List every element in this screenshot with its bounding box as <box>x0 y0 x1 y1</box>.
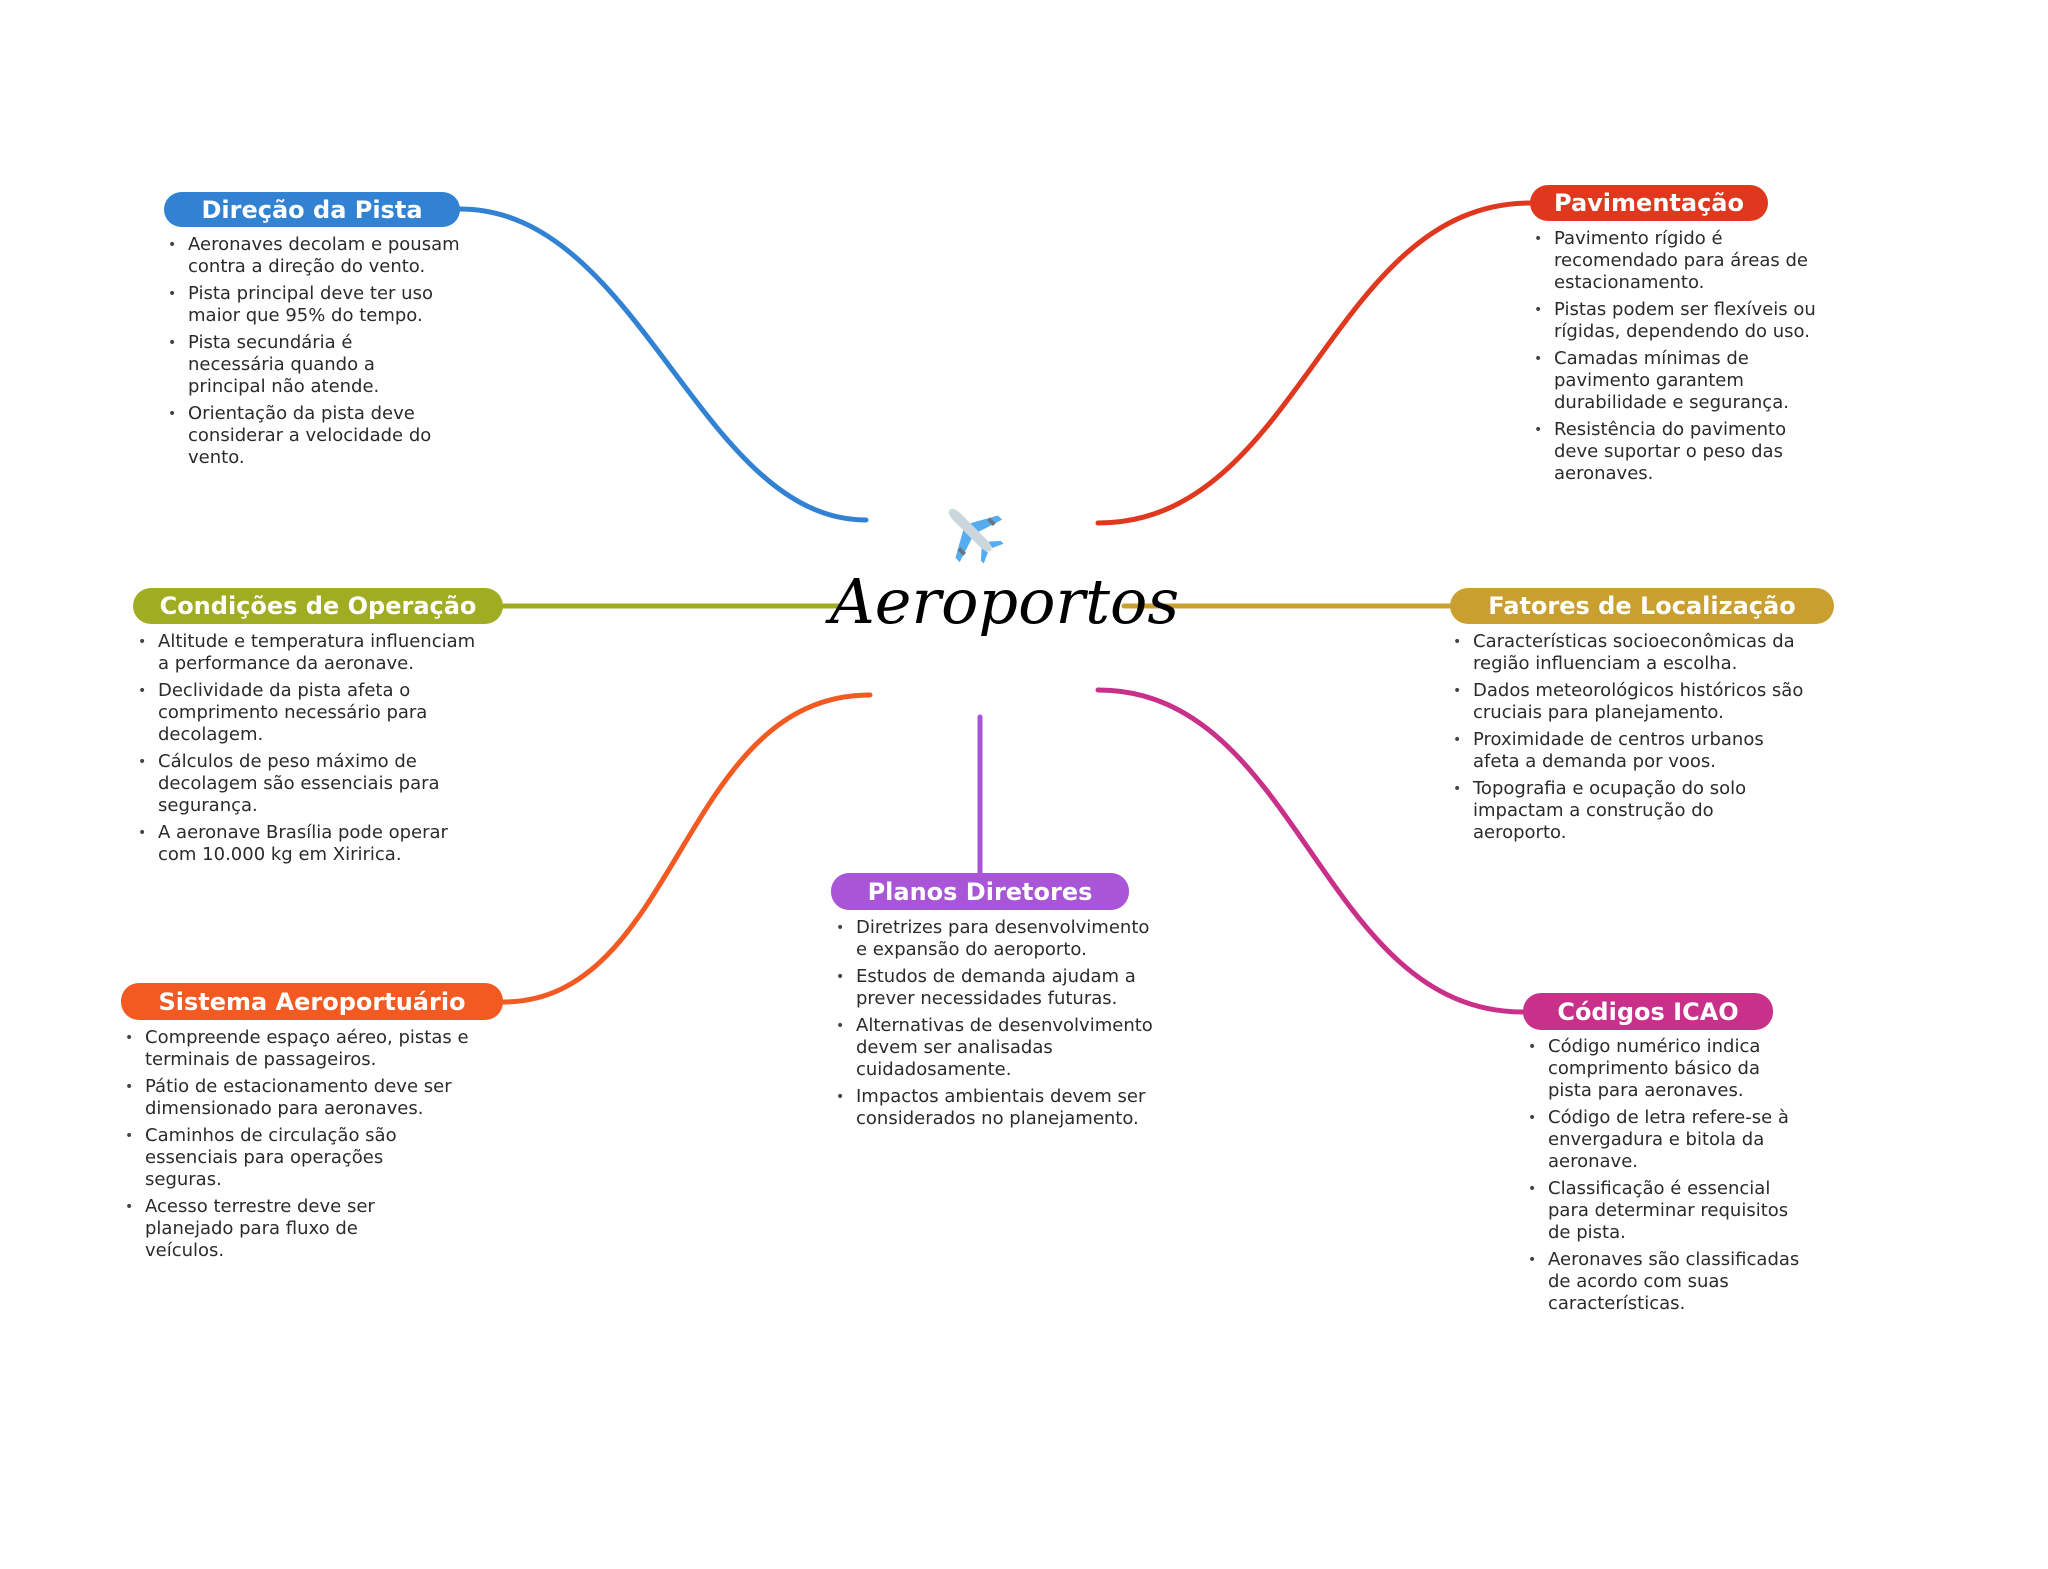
central-title: Aeroportos <box>830 565 1180 638</box>
node-sistema-aeroportuario[interactable]: Sistema Aeroportuário <box>121 983 503 1020</box>
list-item: Acesso terrestre deve ser planejado para… <box>123 1196 435 1262</box>
link-pavimentacao <box>1095 200 1533 526</box>
list-item: Orientação da pista deve considerar a ve… <box>166 403 488 469</box>
link-sistema <box>500 692 873 1005</box>
codigos-items: Código numérico indica comprimento básic… <box>1526 1036 1806 1320</box>
node-direcao-da-pista[interactable]: Direção da Pista <box>164 192 460 227</box>
airplane-icon <box>948 508 1004 564</box>
list-item: Caminhos de circulação são essenciais pa… <box>123 1125 455 1191</box>
list-item: Aeronaves são classificadas de acordo co… <box>1526 1249 1806 1315</box>
list-item: Pista principal deve ter uso maior que 9… <box>166 283 448 327</box>
list-item: Pátio de estacionamento deve ser dimensi… <box>123 1076 465 1120</box>
list-item: Declividade da pista afeta o comprimento… <box>136 680 476 746</box>
list-item: Resistência do pavimento deve suportar o… <box>1532 419 1822 485</box>
list-item: Topografia e ocupação do solo impactam a… <box>1451 778 1811 844</box>
list-item: Código numérico indica comprimento básic… <box>1526 1036 1806 1102</box>
list-item: Pavimento rígido é recomendado para área… <box>1532 228 1822 294</box>
list-item: Pistas podem ser flexíveis ou rígidas, d… <box>1532 299 1822 343</box>
list-item: Cálculos de peso máximo de decolagem são… <box>136 751 476 817</box>
node-fatores-de-localizacao[interactable]: Fatores de Localização <box>1450 588 1834 624</box>
list-item: Proximidade de centros urbanos afeta a d… <box>1451 729 1811 773</box>
list-item: Compreende espaço aéreo, pistas e termin… <box>123 1027 473 1071</box>
planos-items: Diretrizes para desenvolvimento e expans… <box>834 917 1154 1135</box>
pavimentacao-items: Pavimento rígido é recomendado para área… <box>1532 228 1822 490</box>
node-planos-diretores[interactable]: Planos Diretores <box>831 873 1129 910</box>
list-item: Alternativas de desenvolvimento devem se… <box>834 1015 1154 1081</box>
list-item: Características socioeconômicas da regiã… <box>1451 631 1811 675</box>
fatores-items: Características socioeconômicas da regiã… <box>1451 631 1811 849</box>
direcao-items: Aeronaves decolam e pousam contra a dire… <box>166 234 506 474</box>
node-pavimentacao[interactable]: Pavimentação <box>1530 185 1768 221</box>
list-item: Classificação é essencial para determina… <box>1526 1178 1806 1244</box>
list-item: Código de letra refere-se à envergadura … <box>1526 1107 1806 1173</box>
list-item: Dados meteorológicos históricos são cruc… <box>1451 680 1811 724</box>
link-codigos <box>1095 687 1526 1015</box>
list-item: A aeronave Brasília pode operar com 10.0… <box>136 822 476 866</box>
list-item: Diretrizes para desenvolvimento e expans… <box>834 917 1154 961</box>
sistema-items: Compreende espaço aéreo, pistas e termin… <box>123 1027 473 1267</box>
list-item: Pista secundária é necessária quando a p… <box>166 332 448 398</box>
list-item: Aeronaves decolam e pousam contra a dire… <box>166 234 506 278</box>
list-item: Altitude e temperatura influenciam a per… <box>136 631 476 675</box>
list-item: Camadas mínimas de pavimento garantem du… <box>1532 348 1804 414</box>
list-item: Impactos ambientais devem ser considerad… <box>834 1086 1154 1130</box>
node-condicoes-de-operacao[interactable]: Condições de Operação <box>133 588 503 624</box>
link-direcao <box>457 206 869 523</box>
condicoes-items: Altitude e temperatura influenciam a per… <box>136 631 476 871</box>
list-item: Estudos de demanda ajudam a prever neces… <box>834 966 1154 1010</box>
node-codigos-icao[interactable]: Códigos ICAO <box>1523 993 1773 1030</box>
